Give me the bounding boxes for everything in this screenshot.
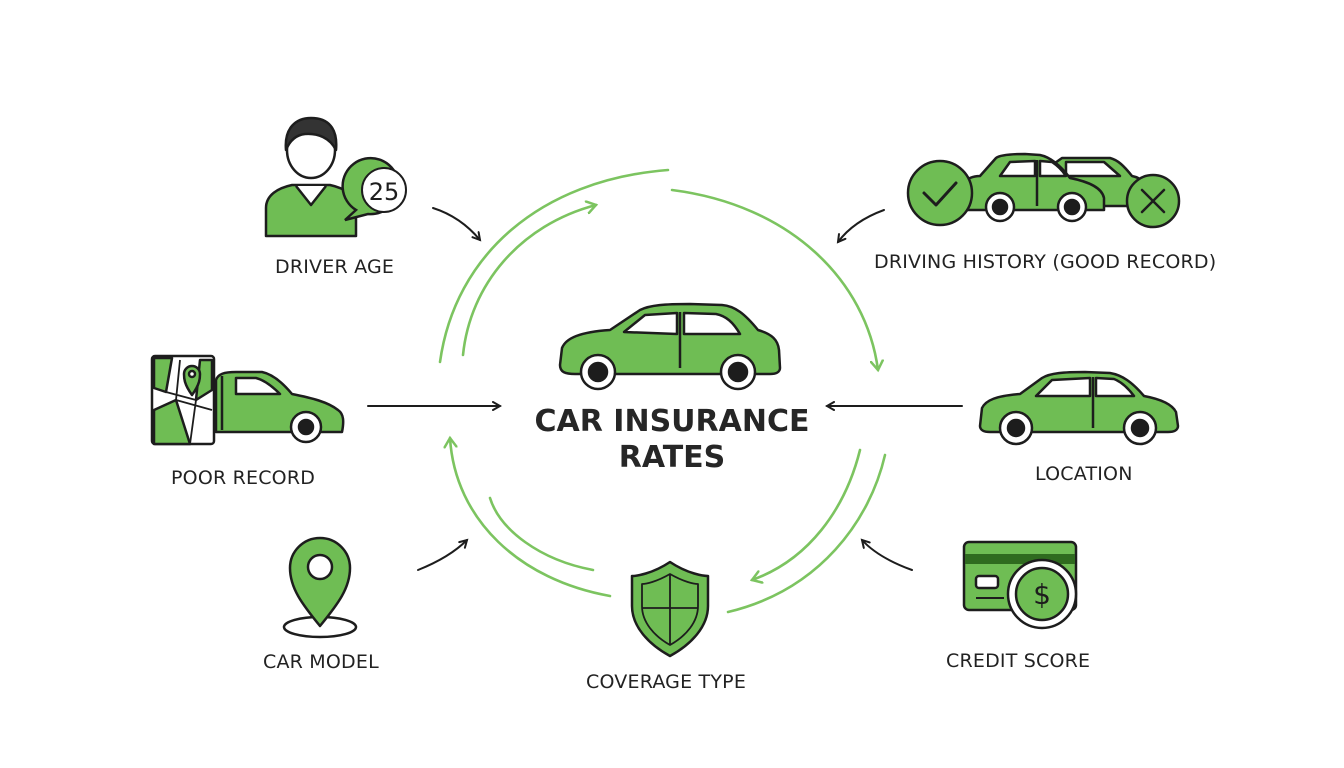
cycle-arrow-bottom-left-outer [450, 438, 612, 598]
card-dollar-icon [962, 540, 1078, 630]
map-car-icon [150, 354, 345, 446]
cars-check-cross-icon [958, 152, 1148, 223]
cycle-arrow-bottom-left-inner [488, 496, 595, 572]
cross-circle-icon [1125, 173, 1181, 229]
cycle-arrow-top-left-inner [461, 205, 596, 357]
location-label: LOCATION [1035, 463, 1133, 485]
shield-icon [630, 560, 710, 658]
cycle-arrow-right-inner [752, 448, 862, 580]
check-circle-icon [906, 159, 974, 227]
driver-avatar-icon [264, 116, 358, 238]
center-title-line2: RATES [618, 440, 726, 475]
driving-history-label: DRIVING HISTORY (GOOD RECORD) [874, 251, 1217, 273]
poor-record-label: POOR RECORD [171, 467, 316, 489]
arrow-credit-score [862, 540, 913, 571]
pointer-arrows [367, 207, 963, 571]
map-pin-icon [282, 536, 358, 639]
cycle-arrows [438, 168, 887, 614]
driver-age-label: DRIVER AGE [275, 256, 395, 278]
car-model-label: CAR MODEL [263, 651, 379, 673]
center-title-line1: CAR INSURANCE [534, 404, 810, 439]
center-car-icon [558, 302, 782, 391]
arrow-car-model [417, 540, 467, 571]
cycle-arrow-right-outer [726, 453, 887, 614]
arrow-driving-history [838, 209, 885, 242]
age-bubble-icon [341, 156, 407, 222]
dollar-sign-icon: $ [1033, 578, 1051, 611]
arrow-driver-age [432, 207, 480, 240]
coverage-type-label: COVERAGE TYPE [586, 671, 747, 693]
car-icon [978, 370, 1180, 446]
credit-score-label: CREDIT SCORE [946, 650, 1091, 672]
cycle-arrow-top-right [670, 188, 878, 370]
center-title: CAR INSURANCE RATES [472, 404, 872, 476]
driver-age-badge: 25 [369, 178, 400, 206]
cycle-arrow-top-left-outer [438, 168, 670, 364]
